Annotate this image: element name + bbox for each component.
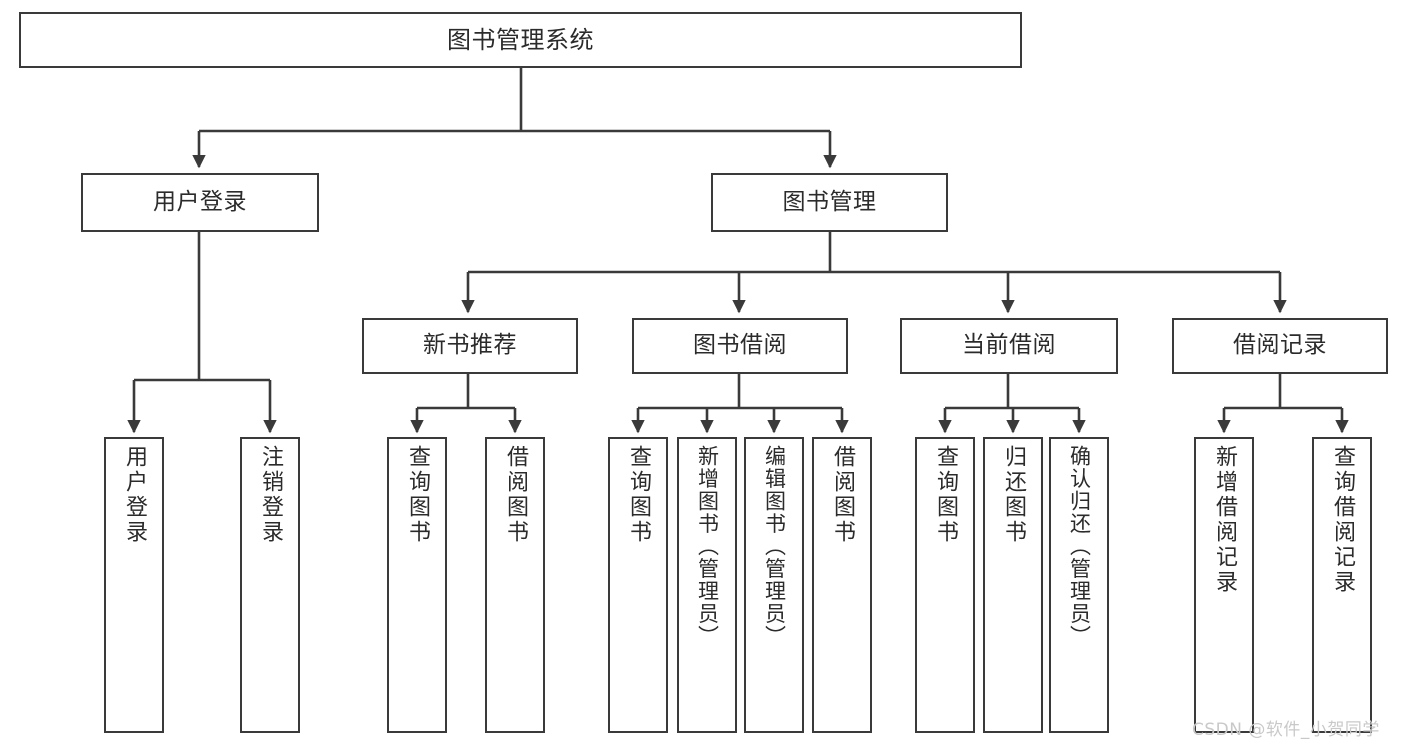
node-borrow-record[interactable]: 借阅记录: [1172, 318, 1388, 374]
node-root-library-system[interactable]: 图书管理系统: [19, 12, 1022, 68]
node-label: 借阅记录: [1233, 332, 1327, 359]
node-user-login[interactable]: 用户登录: [81, 173, 319, 232]
node-new-book-recommend[interactable]: 新书推荐: [362, 318, 578, 374]
leaf-return-book[interactable]: 归还图书: [983, 437, 1043, 733]
node-label: 确认归还（管理员）: [1067, 445, 1092, 648]
leaf-borrow-book-recommend[interactable]: 借阅图书: [485, 437, 545, 733]
node-label: 借阅图书: [830, 445, 855, 545]
node-label: 归还图书: [1001, 445, 1026, 545]
node-label: 图书借阅: [693, 332, 787, 359]
node-label: 查询图书: [405, 445, 430, 545]
node-label: 查询图书: [626, 445, 651, 545]
node-label: 新增图书（管理员）: [695, 445, 720, 648]
node-label: 新书推荐: [423, 332, 517, 359]
leaf-user-login[interactable]: 用户登录: [104, 437, 164, 733]
node-label: 注销登录: [258, 445, 283, 545]
node-label: 用户登录: [153, 188, 247, 215]
node-label: 新增借阅记录: [1212, 445, 1237, 595]
leaf-borrow-book[interactable]: 借阅图书: [812, 437, 872, 733]
leaf-edit-book-admin[interactable]: 编辑图书（管理员）: [744, 437, 804, 733]
node-label: 当前借阅: [962, 332, 1056, 359]
leaf-query-book-recommend[interactable]: 查询图书: [387, 437, 447, 733]
node-current-borrow[interactable]: 当前借阅: [900, 318, 1118, 374]
node-book-borrow[interactable]: 图书借阅: [632, 318, 848, 374]
node-label: 查询借阅记录: [1330, 445, 1355, 595]
csdn-watermark: CSDN @软件_小贺同学: [1192, 720, 1380, 740]
node-book-management[interactable]: 图书管理: [711, 173, 948, 232]
node-label: 用户登录: [122, 445, 147, 545]
node-label: 编辑图书（管理员）: [762, 445, 787, 648]
leaf-logout[interactable]: 注销登录: [240, 437, 300, 733]
node-label: 查询图书: [933, 445, 958, 545]
leaf-query-book-borrow[interactable]: 查询图书: [608, 437, 668, 733]
node-label: 图书管理: [782, 188, 877, 215]
node-label: 图书管理系统: [447, 25, 594, 54]
leaf-query-book-current[interactable]: 查询图书: [915, 437, 975, 733]
node-label: 借阅图书: [503, 445, 528, 545]
leaf-add-book-admin[interactable]: 新增图书（管理员）: [677, 437, 737, 733]
leaf-add-borrow-record[interactable]: 新增借阅记录: [1194, 437, 1254, 733]
leaf-query-borrow-record[interactable]: 查询借阅记录: [1312, 437, 1372, 733]
leaf-confirm-return-admin[interactable]: 确认归还（管理员）: [1049, 437, 1109, 733]
